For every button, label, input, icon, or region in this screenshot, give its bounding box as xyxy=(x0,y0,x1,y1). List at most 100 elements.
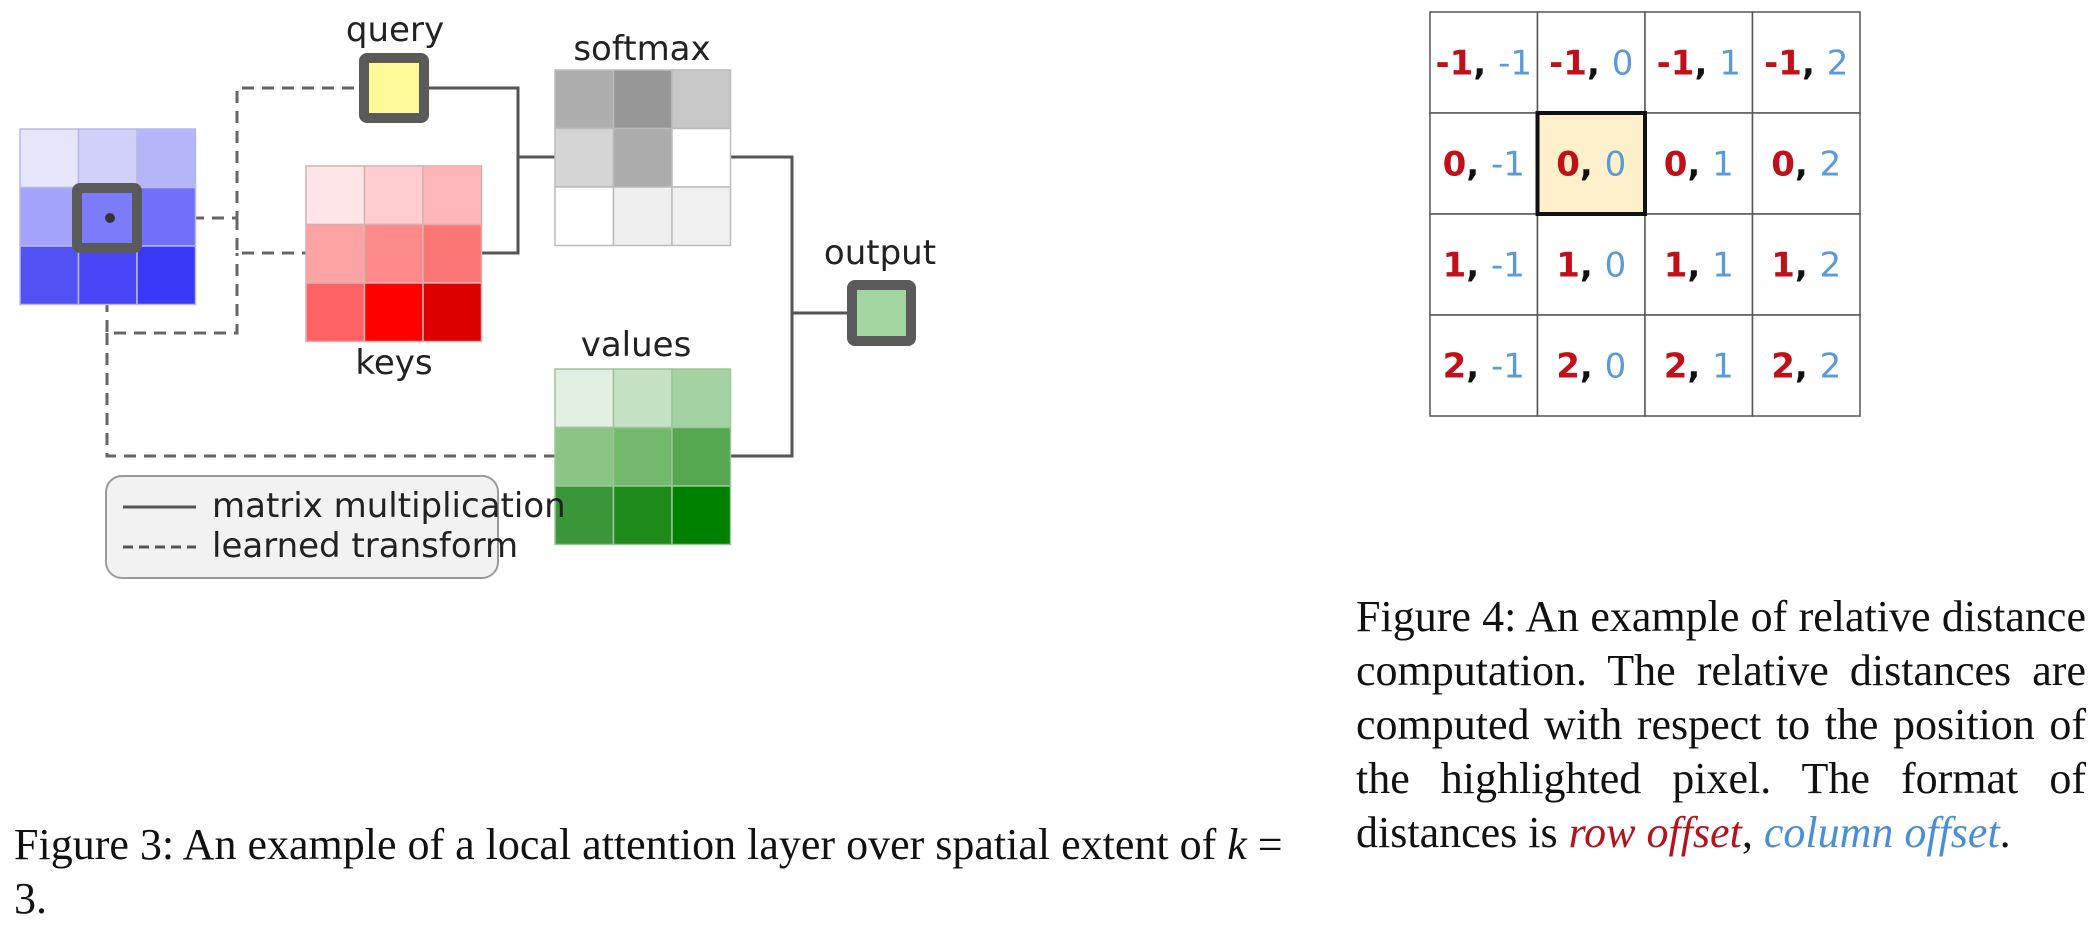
figure-4-caption: Figure 4: An example of relative distanc… xyxy=(1356,590,2086,860)
offset-separator: , xyxy=(1587,44,1612,84)
value-cell xyxy=(554,426,615,487)
softmax-cell xyxy=(612,69,673,130)
offset-separator: , xyxy=(1802,44,1827,84)
input-grid-cell xyxy=(19,186,80,247)
distance-cell xyxy=(1751,213,1861,316)
row-offset-value: 1 xyxy=(1664,246,1688,286)
softmax-cell xyxy=(554,127,615,188)
distance-cell xyxy=(1429,213,1539,316)
row-offset-value: 0 xyxy=(1556,145,1580,185)
row-offset-value: 2 xyxy=(1556,347,1580,387)
distance-label: 0, 0 xyxy=(1556,145,1626,185)
key-cell xyxy=(422,282,483,343)
center-pixel-dot xyxy=(105,213,115,223)
key-cell xyxy=(422,223,483,284)
key-cell xyxy=(363,223,424,284)
highlighted-pixel-cell xyxy=(1535,111,1647,216)
offset-separator: , xyxy=(1580,246,1605,286)
softmax-grid xyxy=(554,69,732,247)
distance-cell xyxy=(1536,314,1646,417)
offset-separator: , xyxy=(1687,246,1712,286)
column-offset-value: 0 xyxy=(1605,347,1627,387)
distance-cell xyxy=(1644,112,1754,215)
offset-separator: , xyxy=(1687,145,1712,185)
softmax-label: softmax xyxy=(573,29,710,69)
column-offset-value: -1 xyxy=(1491,347,1525,387)
row-offset-value: 1 xyxy=(1556,246,1580,286)
distance-label: 1, -1 xyxy=(1443,246,1525,286)
row-offset-value: -1 xyxy=(1657,44,1695,84)
offset-separator: , xyxy=(1466,347,1491,387)
value-cell xyxy=(671,368,732,429)
input-center-pixel-highlight xyxy=(72,183,142,253)
column-offset-value: 2 xyxy=(1827,44,1849,84)
row-offset-value: 2 xyxy=(1771,347,1795,387)
distance-label: 1, 0 xyxy=(1556,246,1626,286)
input-grid-cell xyxy=(19,128,80,189)
value-cell xyxy=(612,426,673,487)
offset-separator: , xyxy=(1694,44,1719,84)
column-offset-value: 0 xyxy=(1605,246,1627,286)
offset-separator: , xyxy=(1795,246,1820,286)
softmax-cell xyxy=(554,186,615,247)
distance-cell xyxy=(1429,11,1539,114)
key-cell xyxy=(305,223,366,284)
value-cell xyxy=(554,368,615,429)
distance-label: -1, -1 xyxy=(1436,44,1532,84)
key-cell xyxy=(305,282,366,343)
input-grid-cell xyxy=(77,245,138,306)
query-box xyxy=(359,53,429,123)
distance-label: 2, -1 xyxy=(1443,347,1525,387)
offset-separator: , xyxy=(1580,347,1605,387)
query-label: query xyxy=(346,10,444,50)
distance-cell xyxy=(1429,314,1539,417)
distance-cell xyxy=(1429,112,1539,215)
figure-3-caption-text: Figure 3: An example of a local attentio… xyxy=(14,820,1217,869)
distance-cell xyxy=(1644,11,1754,114)
input-grid xyxy=(19,128,197,306)
legend-matrix-multiplication: matrix multiplication xyxy=(212,486,566,526)
column-offset-value: 1 xyxy=(1712,246,1734,286)
figure-4-caption-text: Figure 4: An example of relative distanc… xyxy=(1356,592,2086,857)
distance-label: 2, 0 xyxy=(1556,347,1626,387)
offset-separator: , xyxy=(1687,347,1712,387)
value-cell xyxy=(671,426,732,487)
column-offset-value: -1 xyxy=(1491,246,1525,286)
column-offset-value: 1 xyxy=(1712,347,1734,387)
row-offset-value: 0 xyxy=(1443,145,1467,185)
row-offset-value: 0 xyxy=(1664,145,1688,185)
values-label: values xyxy=(581,325,692,365)
key-cell xyxy=(363,165,424,226)
softmax-cell xyxy=(671,69,732,130)
keys-grid xyxy=(305,165,483,343)
row-offset-value: 0 xyxy=(1771,145,1795,185)
distance-cell xyxy=(1751,314,1861,417)
softmax-cell xyxy=(671,127,732,188)
distance-label: -1, 0 xyxy=(1549,44,1633,84)
column-offset-value: 2 xyxy=(1820,145,1842,185)
input-grid-cell xyxy=(136,128,197,189)
offset-separator: , xyxy=(1795,145,1820,185)
row-offset-value: 1 xyxy=(1771,246,1795,286)
softmax-cell xyxy=(612,186,673,247)
caption-equals: = xyxy=(1246,820,1283,869)
distance-label: 1, 2 xyxy=(1771,246,1841,286)
distance-label: 0, 1 xyxy=(1664,145,1734,185)
row-offset-term: row offset xyxy=(1568,808,1742,857)
offset-separator: , xyxy=(1580,145,1605,185)
distance-cell xyxy=(1751,112,1861,215)
column-offset-value: 2 xyxy=(1820,246,1842,286)
input-grid-cell xyxy=(136,245,197,306)
softmax-cell xyxy=(554,69,615,130)
input-grid-cell xyxy=(136,186,197,247)
output-box xyxy=(847,280,916,346)
values-grid xyxy=(554,368,732,546)
value-cell xyxy=(612,485,673,546)
distance-label: 2, 2 xyxy=(1771,347,1841,387)
distance-label: 0, 2 xyxy=(1771,145,1841,185)
column-offset-value: 1 xyxy=(1719,44,1741,84)
distance-label: 1, 1 xyxy=(1664,246,1734,286)
caption-period: . xyxy=(1999,808,2011,857)
keys-label: keys xyxy=(355,343,432,383)
